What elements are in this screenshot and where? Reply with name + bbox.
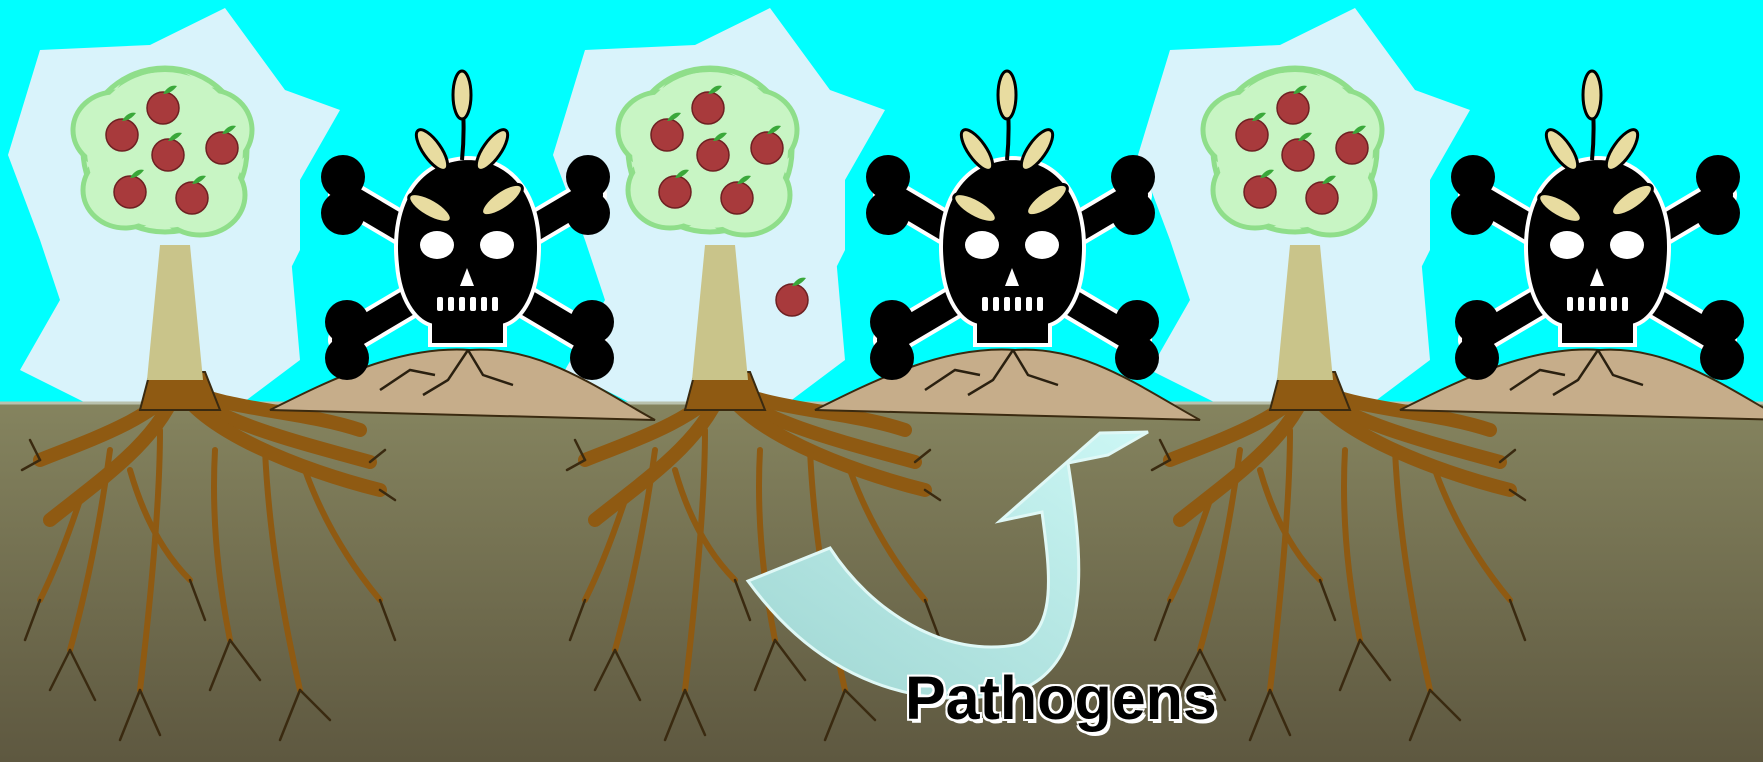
bone-knob: [870, 336, 914, 380]
apple-body: [206, 132, 238, 164]
tooth: [470, 297, 476, 311]
apple-body: [1236, 119, 1268, 151]
tooth: [1015, 297, 1021, 311]
eye-left: [1550, 231, 1584, 259]
tooth: [1589, 297, 1595, 311]
tooth: [1004, 297, 1010, 311]
bone-knob: [1115, 336, 1159, 380]
sprout-leaf-icon: [453, 71, 471, 119]
tooth: [1037, 297, 1043, 311]
bone-knob: [570, 336, 614, 380]
bone-knob: [1111, 191, 1155, 235]
tooth: [437, 297, 443, 311]
tooth: [1622, 297, 1628, 311]
tooth: [1026, 297, 1032, 311]
apple-body: [1306, 182, 1338, 214]
apple-body: [1282, 139, 1314, 171]
apple-body: [176, 182, 208, 214]
tooth: [1567, 297, 1573, 311]
eye-right: [1025, 231, 1059, 259]
apple-body: [114, 176, 146, 208]
bone-knob: [325, 336, 369, 380]
apple-body: [776, 284, 808, 316]
apple-body: [751, 132, 783, 164]
apple-body: [659, 176, 691, 208]
tooth: [481, 297, 487, 311]
eye-left: [965, 231, 999, 259]
tooth: [982, 297, 988, 311]
bone-knob: [1451, 191, 1495, 235]
sprout-leaf-icon: [1583, 71, 1601, 119]
bone-knob: [1455, 336, 1499, 380]
apple-body: [106, 119, 138, 151]
pathogens-label: Pathogens: [905, 668, 1217, 729]
tooth: [1578, 297, 1584, 311]
apple-body: [721, 182, 753, 214]
apple-body: [1277, 92, 1309, 124]
apple-body: [1244, 176, 1276, 208]
bone-knob: [1696, 191, 1740, 235]
apple-body: [1336, 132, 1368, 164]
tooth: [993, 297, 999, 311]
tooth: [1611, 297, 1617, 311]
apple-body: [651, 119, 683, 151]
eye-right: [480, 231, 514, 259]
sprout-leaf-icon: [998, 71, 1016, 119]
tooth: [459, 297, 465, 311]
apple-body: [697, 139, 729, 171]
tooth: [448, 297, 454, 311]
tooth: [492, 297, 498, 311]
tooth: [1600, 297, 1606, 311]
apple-body: [692, 92, 724, 124]
bone-knob: [566, 191, 610, 235]
bone-knob: [866, 191, 910, 235]
bone-knob: [1700, 336, 1744, 380]
apple-body: [147, 92, 179, 124]
eye-left: [420, 231, 454, 259]
apple-body: [152, 139, 184, 171]
bone-knob: [321, 191, 365, 235]
eye-right: [1610, 231, 1644, 259]
